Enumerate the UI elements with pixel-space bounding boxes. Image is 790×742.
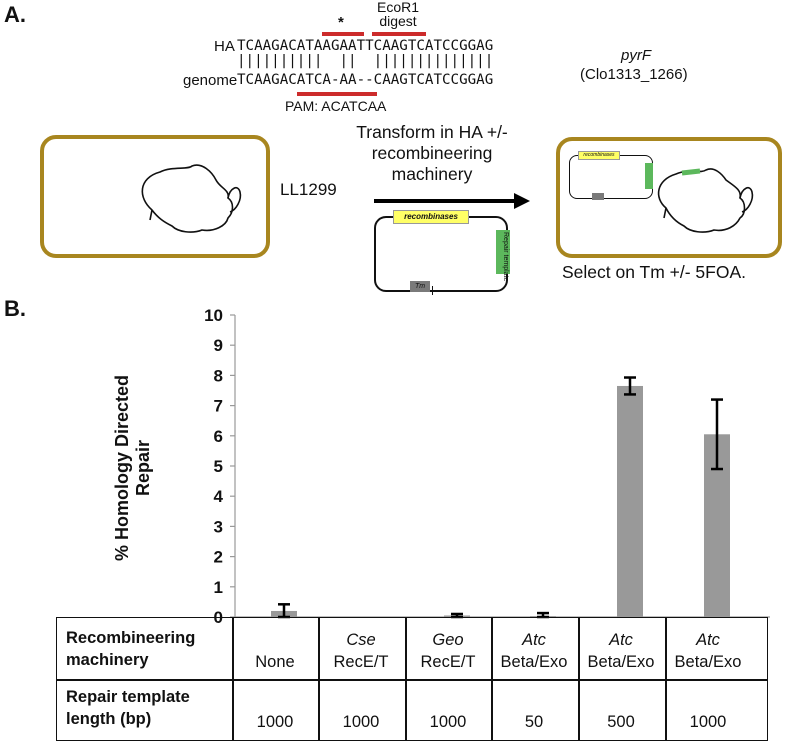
hdr-bar-chart: 0 1 2 3 4 5 6 7 8 9 10 (204, 306, 770, 625)
template-length-cell: 1000 (689, 713, 727, 731)
transform-line2: recombineering (371, 143, 493, 163)
plasmid-right-repair (645, 163, 653, 189)
y-tick-label: 1 (214, 578, 223, 597)
y-axis-label: % Homology Directed Repair (112, 338, 154, 598)
y-tick-label: 10 (204, 306, 223, 325)
plasmid-recombinases-box: recombinases (393, 210, 469, 224)
length-header-line2: length (bp) (66, 710, 152, 728)
template-length-cell: 1000 (256, 713, 294, 731)
table-first-col-divider (232, 617, 234, 740)
table-column-divider (665, 617, 667, 740)
ecor1-label: EcoR1 digest (376, 0, 420, 28)
transform-line1: Transform in HA +/- (356, 122, 508, 142)
gene-name: pyrF (621, 47, 651, 64)
y-tick-label: 0 (214, 608, 223, 625)
y-axis-label-line2: Repair (133, 439, 153, 497)
table-column-divider (405, 617, 407, 740)
machinery-system: RecE/T (333, 653, 389, 671)
machinery-species: Atc (609, 631, 633, 649)
y-tick-label: 3 (214, 517, 223, 536)
y-tick-label: 8 (214, 366, 223, 385)
pam-red-bar (297, 92, 377, 96)
machinery-system: RecE/T (420, 653, 476, 671)
length-row-header: Repair template length (bp) (66, 686, 190, 730)
template-length-cell: 500 (607, 713, 635, 731)
machinery-row-header: Recombineering machinery (66, 627, 195, 671)
cell-box-left (40, 135, 270, 258)
ecor1-label-line2: digest (379, 13, 417, 29)
machinery-species: Cse (346, 631, 376, 649)
machinery-header-line2: machinery (66, 651, 149, 669)
y-tick-label: 9 (214, 336, 223, 355)
table-row-divider (56, 679, 767, 681)
length-header-line1: Repair template (66, 688, 190, 706)
template-length-cell: 1000 (342, 713, 380, 731)
transform-arrow (374, 193, 530, 209)
machinery-header-line1: Recombineering (66, 629, 196, 647)
transform-text: Transform in HA +/- recombineering machi… (348, 122, 516, 185)
table-column-divider (578, 617, 580, 740)
ecor1-label-line1: EcoR1 (376, 0, 420, 15)
y-tick-label: 7 (214, 397, 223, 416)
y-tick-label: 6 (214, 427, 223, 446)
table-column-divider (491, 617, 493, 740)
genome-sequence: TCAAGACATCA-AA--CAAGTCATCCGGAG (237, 72, 494, 88)
y-axis-label-line1: % Homology Directed (112, 374, 132, 562)
machinery-system: Beta/Exo (674, 653, 742, 671)
machinery-species (232, 629, 318, 651)
machinery-species: Atc (696, 631, 720, 649)
y-tick-label: 4 (214, 487, 224, 506)
plasmid-center (374, 216, 508, 292)
machinery-system: Beta/Exo (587, 653, 655, 671)
ha-row-label: HA (214, 38, 235, 55)
plasmid-repair-label: Repair template (502, 232, 509, 282)
plasmid-right-recombinases: recombinases (578, 151, 620, 160)
machinery-species: Geo (432, 631, 464, 649)
machinery-cell: None (232, 629, 318, 673)
machinery-species: Atc (522, 631, 546, 649)
cell-box-right (556, 137, 782, 258)
gene-locus: (Clo1313_1266) (580, 66, 688, 83)
plasmid-center-tick (432, 286, 433, 295)
plasmid-tm-box: Tm (410, 281, 430, 292)
condition-table: Recombineering machinery Repair template… (56, 617, 768, 741)
plasmid-right (569, 155, 653, 199)
table-column-divider (318, 617, 320, 740)
ha-sequence: TCAAGACATAAGAATTCAAGTCATCCGGAG (237, 38, 494, 54)
template-length-cell: 1000 (429, 713, 467, 731)
plasmid-right-tm (592, 193, 604, 200)
panel-b-label: B. (4, 296, 26, 321)
pam-label: PAM: ACATCAA (285, 98, 387, 114)
panel-a-label: A. (4, 2, 26, 27)
machinery-system: Beta/Exo (500, 653, 568, 671)
machinery-system: None (255, 653, 295, 671)
select-text: Select on Tm +/- 5FOA. (562, 262, 746, 282)
bar (617, 385, 643, 617)
genome-chromosome-right (657, 168, 754, 233)
alignment-bars: |||||||||| || |||||||||||||| (237, 53, 494, 69)
transform-line3: machinery (391, 164, 473, 184)
ecor1-red-bar (372, 32, 426, 36)
mismatch-star: * (338, 14, 344, 31)
star-red-bar (322, 32, 364, 36)
plasmid-repair-box: Repair template (496, 230, 510, 281)
strain-label: LL1299 (280, 180, 337, 199)
template-length-cell: 50 (524, 713, 544, 731)
genome-chromosome-left (141, 164, 242, 233)
genome-row-label: genome (183, 72, 238, 89)
y-tick-label: 5 (214, 457, 223, 476)
y-tick-label: 2 (214, 548, 223, 567)
